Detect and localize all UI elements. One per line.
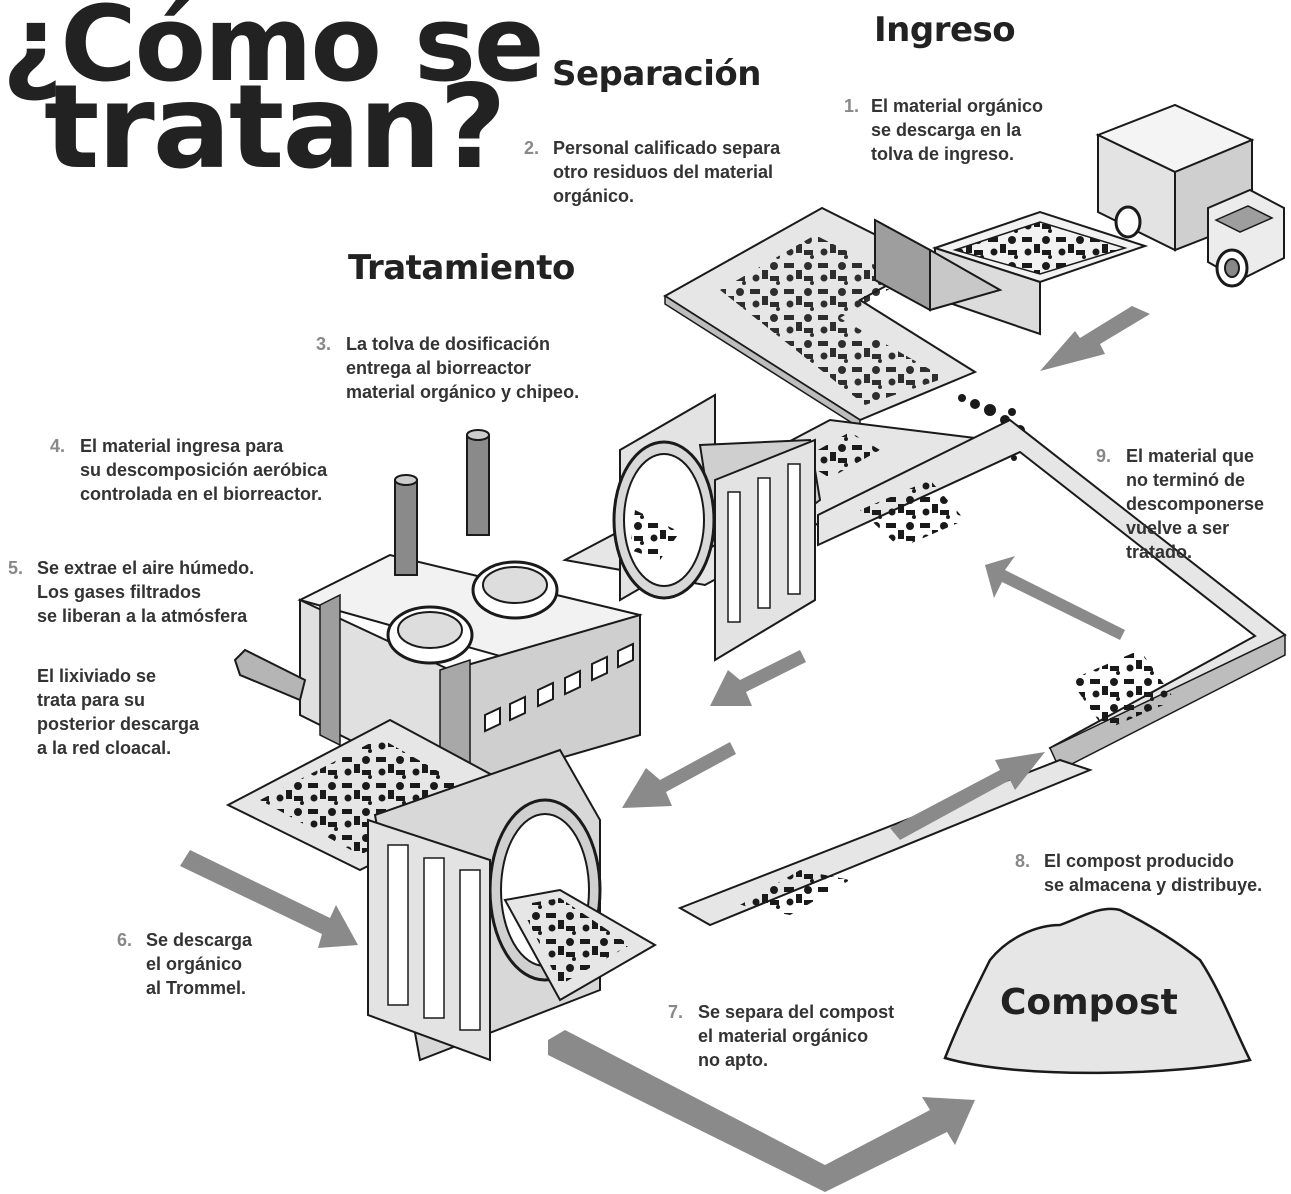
step-text: Se extrae el aire húmedo. Los gases filt… — [37, 558, 255, 626]
step-text: Personal calificado separa otro residuos… — [553, 138, 781, 206]
heading-ingreso: Ingreso — [874, 10, 1016, 50]
step-3: 3. La tolva de dosificación entrega al b… — [316, 332, 580, 404]
return-conveyor — [817, 418, 1287, 772]
step-1: 1. El material orgánico se descarga en l… — [844, 94, 1044, 166]
step-9: 9. El material que no terminó de descomp… — [1096, 444, 1265, 564]
step-2: 2. Personal calificado separa otro resid… — [524, 136, 781, 208]
step-text: El material orgánico se descarga en la t… — [871, 96, 1044, 164]
flow-arrows — [180, 306, 1150, 1192]
leachate-text: El lixiviado se trata para su posterior … — [37, 666, 200, 758]
leachate-note: El lixiviado se trata para su posterior … — [37, 664, 199, 760]
step-text: El compost producido se almacena y distr… — [1044, 851, 1263, 895]
step-6: 6. Se descarga el orgánico al Trommel. — [117, 928, 253, 1000]
step-number: 8. — [1015, 851, 1031, 871]
dosing-drum — [612, 393, 822, 662]
step-number: 9. — [1096, 446, 1112, 466]
step-text: Se descarga el orgánico al Trommel. — [146, 930, 253, 998]
step-number: 1. — [844, 96, 860, 116]
output-conveyor — [677, 758, 1093, 927]
step-4: 4. El material ingresa para su descompos… — [50, 434, 328, 506]
trommel — [367, 748, 657, 1062]
step-7: 7. Se separa del compost el material org… — [668, 1000, 895, 1072]
step-number: 2. — [524, 138, 540, 158]
step-8: 8. El compost producido se almacena y di… — [1015, 849, 1263, 897]
heading-tratamiento: Tratamiento — [348, 248, 575, 288]
step-number: 3. — [316, 334, 332, 354]
step-number: 4. — [50, 436, 66, 456]
step-number: 7. — [668, 1002, 684, 1022]
sorting-platform — [663, 206, 1003, 430]
step-text: Se separa del compost el material orgáni… — [698, 1002, 895, 1070]
title-line-2: tratan? — [44, 60, 507, 195]
step-text: La tolva de dosificación entrega al bior… — [346, 334, 580, 402]
title-line-1: ¿Cómo se — [2, 0, 545, 105]
delivery-truck — [1095, 103, 1285, 288]
compost-label: Compost — [1000, 982, 1178, 1023]
heading-separacion: Separación — [552, 54, 761, 94]
compost-pile — [943, 907, 1252, 1075]
step-number: 6. — [117, 930, 133, 950]
step-5: 5. Se extrae el aire húmedo. Los gases f… — [8, 556, 255, 628]
step-text: El material ingresa para su descomposici… — [80, 436, 328, 504]
step-text: El material que no terminó de descompone… — [1126, 446, 1265, 562]
step-number: 5. — [8, 558, 24, 578]
